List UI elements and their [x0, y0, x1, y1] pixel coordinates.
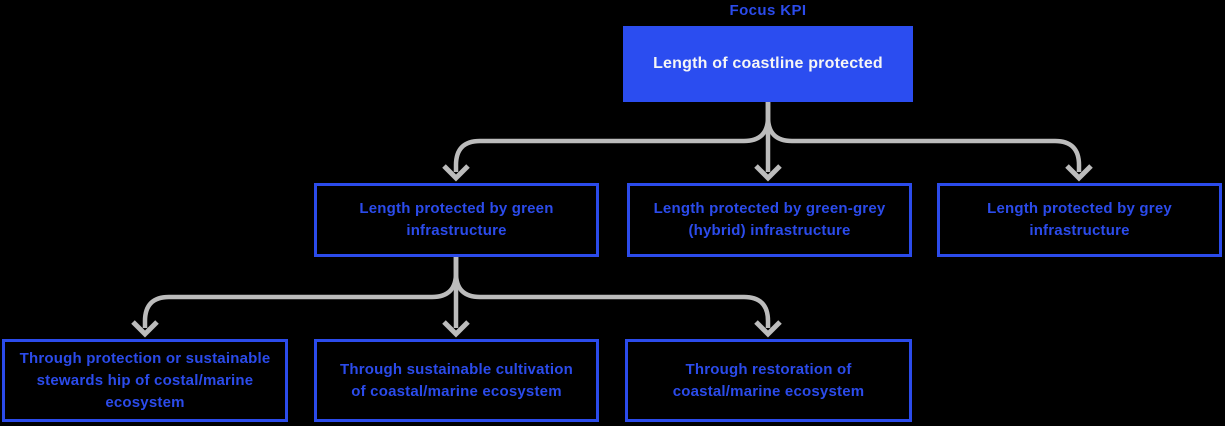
- arrow-down-icon: [754, 164, 782, 182]
- focus-kpi-label: Focus KPI: [729, 2, 807, 19]
- arrow-down-icon: [1065, 164, 1093, 182]
- node-grey-infrastructure: Length protected by grey infrastructure: [937, 183, 1222, 257]
- connector-root-to-grey: [765, 102, 1082, 172]
- connector-green-to-restoration: [453, 257, 771, 328]
- node-protection-stewardship: Through protection or sustainable stewar…: [2, 339, 288, 422]
- connector-green-to-protection: [142, 257, 459, 328]
- node-restoration: Through restoration of coastal/marine ec…: [625, 339, 912, 422]
- connector-root-to-green: [453, 102, 771, 172]
- arrow-down-icon: [442, 164, 470, 182]
- node-green-infrastructure: Length protected by green infrastructure: [314, 183, 599, 257]
- node-green-grey-hybrid-infrastructure: Length protected by green-grey (hybrid) …: [627, 183, 912, 257]
- arrow-down-icon: [754, 320, 782, 338]
- arrow-down-icon: [131, 320, 159, 338]
- node-sustainable-cultivation: Through sustainable cultivation of coast…: [314, 339, 599, 422]
- node-length-of-coastline-protected: Length of coastline protected: [623, 26, 913, 102]
- arrow-down-icon: [442, 320, 470, 338]
